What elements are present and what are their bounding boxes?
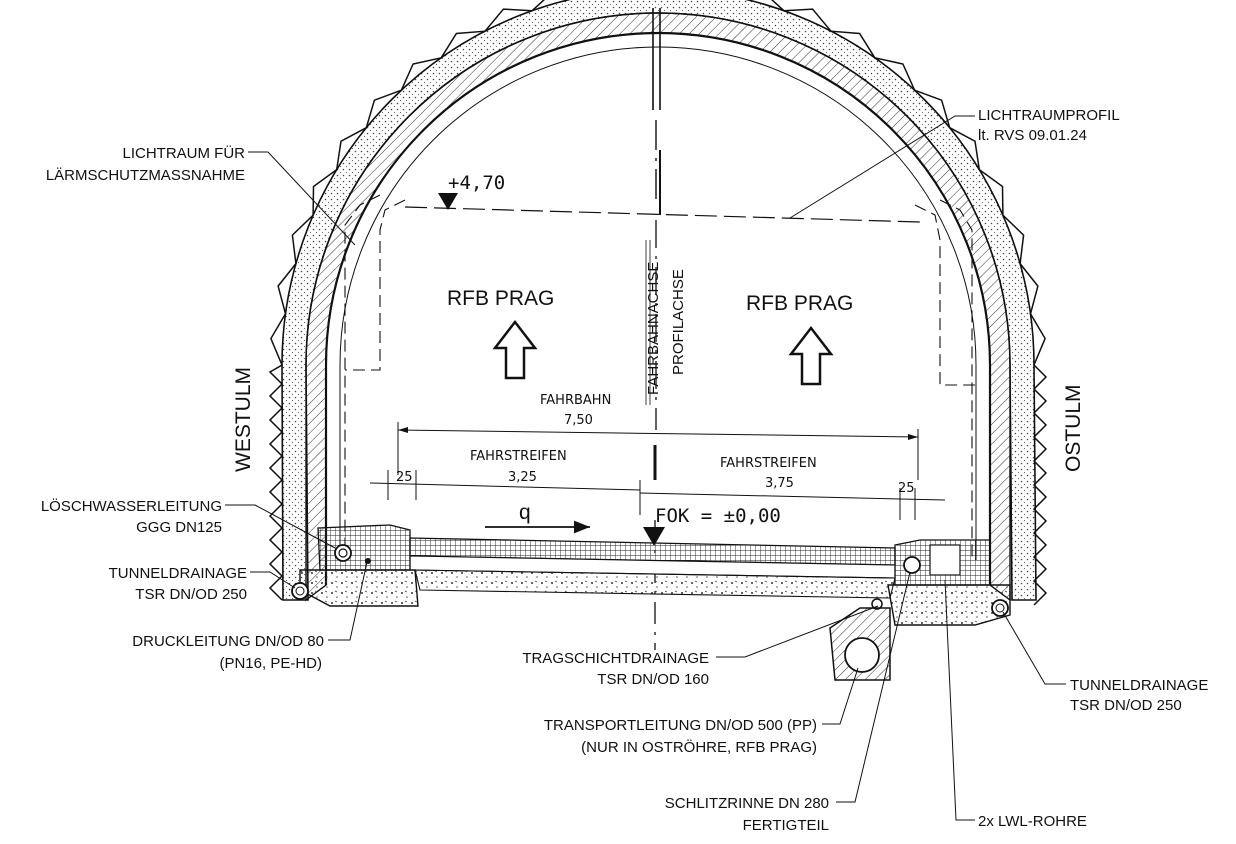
loeschwasser-label-2: GGG DN125 <box>136 519 222 536</box>
tunneldrainage-left-pipe <box>291 582 309 600</box>
transport-label-2: (NUR IN OSTRÖHRE, RFB PRAG) <box>581 738 817 756</box>
road-slab <box>409 537 896 599</box>
fahrstreifen-right-width: 3,75 <box>765 476 794 491</box>
westulm-label: WESTULM <box>232 367 255 472</box>
left-kerb <box>291 524 419 607</box>
loeschwasser-label-1: LÖSCHWASSERLEITUNG <box>41 497 222 515</box>
fahrbahn-label: FAHRBAHN <box>540 393 611 408</box>
rfb-right-label: RFB PRAG <box>746 292 853 315</box>
tunneldrainage-right-label-2: TSR DN/OD 250 <box>1070 697 1182 714</box>
tragschicht-label-1: TRAGSCHICHTDRAINAGE <box>522 650 709 667</box>
tunneldrainage-right-pipe <box>991 599 1009 617</box>
height-marker: +4,70 <box>438 172 505 210</box>
fahrstreifen-left-label: FAHRSTREIFEN <box>470 449 567 464</box>
transportleitung-pipe <box>844 637 880 673</box>
fahrstreifen-right-label: FAHRSTREIFEN <box>720 456 817 471</box>
q-label: q <box>519 501 531 524</box>
schlitzrinne-label-1: SCHLITZRINNE DN 280 <box>665 795 829 812</box>
fahrbahnachse-label: FAHRBAHNACHSE <box>645 262 662 395</box>
lichtraumprofil-label-1: LICHTRAUMPROFIL <box>978 107 1120 124</box>
right-kerb <box>829 539 1011 681</box>
laermschutz-label-1: LICHTRAUM FÜR <box>123 144 246 162</box>
ostulm-label: OSTULM <box>1062 384 1085 472</box>
tragschicht-label-2: TSR DN/OD 160 <box>597 671 709 688</box>
transport-label-1: TRANSPORTLEITUNG DN/OD 500 (PP) <box>544 717 817 734</box>
schlitzrinne-label-2: FERTIGTEIL <box>743 817 829 834</box>
up-arrow-icon <box>492 319 538 380</box>
laermschutz-label-2: LÄRMSCHUTZMASSNAHME <box>46 167 245 184</box>
profilachse-label: PROFILACHSE <box>670 269 687 375</box>
up-arrow-icon <box>788 325 834 386</box>
offset-right: 25 <box>898 481 915 496</box>
tunneldrainage-left-label-2: TSR DN/OD 250 <box>135 586 247 603</box>
loeschwasser-pipe <box>334 544 352 562</box>
rfb-left-label: RFB PRAG <box>447 287 554 310</box>
cross-fall-indicator: q <box>485 501 590 534</box>
clearance-profile <box>344 194 975 560</box>
fok-label: FOK = ±0,00 <box>655 505 781 527</box>
druckleitung-pipe <box>365 558 371 564</box>
height-label: +4,70 <box>448 172 505 194</box>
lwl-label: 2x LWL-ROHRE <box>978 813 1087 830</box>
fahrstreifen-left-width: 3,25 <box>508 470 537 485</box>
dimension-fahrbahn: FAHRBAHN 7,50 <box>397 393 919 480</box>
direction-left: RFB PRAG <box>447 287 554 380</box>
schlitzrinne-pipe <box>903 556 921 574</box>
druckleitung-label-1: DRUCKLEITUNG DN/OD 80 <box>132 633 324 650</box>
direction-right: RFB PRAG <box>746 292 853 386</box>
fok-marker: FOK = ±0,00 <box>643 505 781 546</box>
annotations: LICHTRAUM FÜR LÄRMSCHUTZMASSNAHME LICHTR… <box>41 107 1209 834</box>
dimension-fahrstreifen: FAHRSTREIFEN 3,25 FAHRSTREIFEN 3,75 25 2… <box>369 449 946 520</box>
fahrbahn-width: 7,50 <box>564 413 593 428</box>
leader-lines <box>225 115 1066 821</box>
rock-serration <box>268 0 1048 606</box>
tunneldrainage-right-label-1: TUNNELDRAINAGE <box>1070 677 1208 694</box>
tunneldrainage-left-label-1: TUNNELDRAINAGE <box>109 565 247 582</box>
druckleitung-label-2: (PN16, PE-HD) <box>219 655 322 672</box>
offset-left: 25 <box>396 470 413 485</box>
lichtraumprofil-label-2: lt. RVS 09.01.24 <box>978 127 1087 144</box>
